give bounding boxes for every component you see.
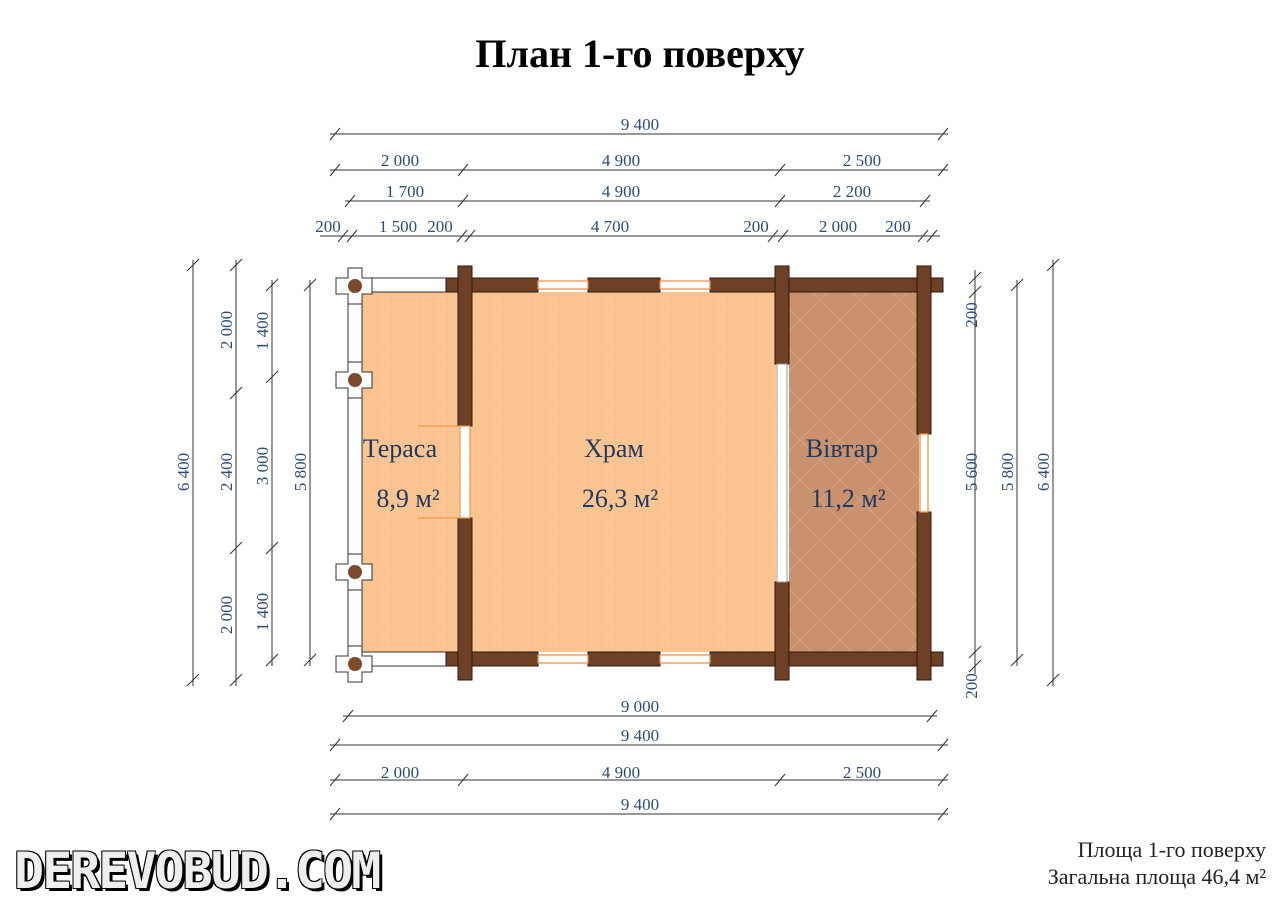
dimension-label: 1 400 xyxy=(253,312,272,350)
dimension-label: 4 900 xyxy=(602,763,640,782)
dimension-label: 2 500 xyxy=(843,763,881,782)
dimension-label: 4 900 xyxy=(602,182,640,201)
room-name-terrace: Тераса xyxy=(363,434,438,463)
area-label: Площа 1-го поверху xyxy=(1077,837,1266,862)
room-area-terrace: 8,9 м² xyxy=(376,484,439,513)
dimensions-bottom: 9 000 9 400 2 000 4 900 2 500 9 400 xyxy=(329,697,949,821)
dimension-label: 200 xyxy=(743,217,769,236)
dimension-label: 1 700 xyxy=(386,182,424,201)
dimension-label: 9 400 xyxy=(621,115,659,134)
windows xyxy=(537,280,929,664)
dimension-label: 6 400 xyxy=(174,453,193,491)
dimension-label: 4 700 xyxy=(591,217,629,236)
dimension-label: 5 800 xyxy=(291,453,310,491)
room-name-altar: Вівтар xyxy=(806,434,878,463)
dimension-label: 2 000 xyxy=(217,311,236,349)
dimension-label: 1 500 xyxy=(379,217,417,236)
altar-opening xyxy=(776,363,788,583)
door xyxy=(459,425,471,519)
room-name-hall: Храм xyxy=(584,434,644,463)
dimension-label: 2 500 xyxy=(843,151,881,170)
dimension-label: 9 000 xyxy=(621,697,659,716)
dimensions-left: 6 400 2 000 2 400 2 000 1 400 3 000 1 40… xyxy=(174,258,317,687)
watermark: DEREVOBUD.COM xyxy=(14,842,381,900)
dimension-label: 9 400 xyxy=(621,795,659,814)
dimension-label: 200 xyxy=(885,217,911,236)
terrace-posts xyxy=(335,267,373,683)
dimension-label: 2 400 xyxy=(217,453,236,491)
dimension-label: 6 400 xyxy=(1034,453,1053,491)
dimension-label: 9 400 xyxy=(621,726,659,745)
dimension-label: 5 600 xyxy=(962,453,981,491)
dimension-label: 5 800 xyxy=(998,453,1017,491)
dimension-label: 2 000 xyxy=(819,217,857,236)
room-area-altar: 11,2 м² xyxy=(810,484,885,513)
dimension-label: 2 000 xyxy=(381,151,419,170)
dimension-label: 4 900 xyxy=(602,151,640,170)
dimension-label: 3 000 xyxy=(253,447,272,485)
dimension-label: 2 000 xyxy=(217,596,236,634)
dimensions-top: 9 400 2 000 4 900 2 500 1 700 4 900 2 20… xyxy=(315,115,949,243)
dimension-label: 200 xyxy=(962,302,981,328)
dimension-label: 200 xyxy=(315,217,341,236)
page-title: План 1-го поверху xyxy=(475,31,805,76)
room-area-hall: 26,3 м² xyxy=(582,484,658,513)
dimension-label: 1 400 xyxy=(253,593,272,631)
dimension-label: 2 000 xyxy=(381,763,419,782)
dimension-label: 2 200 xyxy=(833,182,871,201)
dimensions-right: 200 5 600 200 5 800 6 400 xyxy=(962,258,1060,699)
total-area: Загальна площа 46,4 м² xyxy=(1047,864,1266,889)
area-summary: Площа 1-го поверху Загальна площа 46,4 м… xyxy=(1048,836,1266,890)
dimension-label: 200 xyxy=(427,217,453,236)
dimension-label: 200 xyxy=(962,673,981,699)
